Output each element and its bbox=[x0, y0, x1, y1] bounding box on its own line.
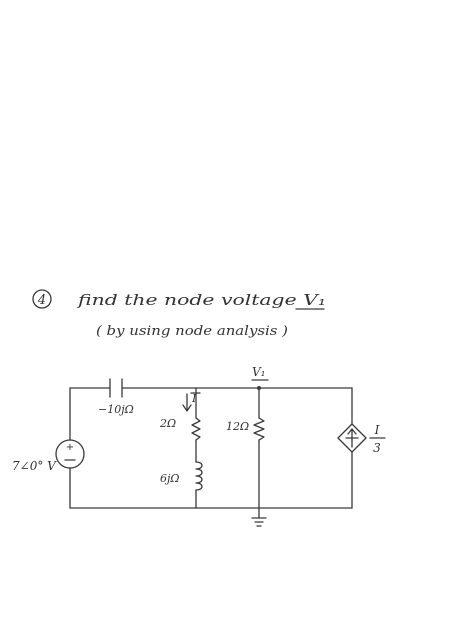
inductor-label: 6jΩ bbox=[160, 472, 180, 485]
inductor-icon bbox=[195, 461, 203, 491]
capacitor-label: −10jΩ bbox=[98, 403, 134, 416]
node-dot-icon bbox=[257, 386, 261, 390]
resistor-2-label: 2Ω bbox=[159, 417, 176, 430]
capacitor-icon bbox=[109, 378, 123, 398]
circuit-wires bbox=[69, 387, 353, 519]
problem-number-circle bbox=[32, 289, 52, 309]
current-label: I bbox=[191, 392, 197, 405]
problem-line-1: find the node voltage V₁ bbox=[77, 291, 326, 309]
dependent-numerator: I bbox=[374, 423, 380, 437]
problem-line-2: ( by using node analysis ) bbox=[96, 324, 288, 339]
problem-statement: 4 find the node voltage V₁ ( by using no… bbox=[32, 289, 326, 339]
ground-icon bbox=[251, 517, 267, 527]
problem-number: 4 bbox=[37, 293, 46, 308]
node-label: V₁ bbox=[252, 365, 265, 379]
resistor-icon bbox=[253, 417, 265, 441]
ac-voltage-source-icon: + bbox=[55, 439, 85, 469]
dependent-source-label: I 3 bbox=[369, 423, 386, 455]
dependent-current-source-icon bbox=[337, 423, 367, 453]
resistor-12-label: 12Ω bbox=[226, 420, 249, 433]
resistor-icon bbox=[191, 417, 201, 441]
current-arrow-icon bbox=[182, 393, 192, 412]
dependent-denominator: 3 bbox=[373, 441, 381, 455]
source-label: 7∠0° V bbox=[12, 459, 57, 473]
svg-text:+: + bbox=[66, 442, 74, 453]
